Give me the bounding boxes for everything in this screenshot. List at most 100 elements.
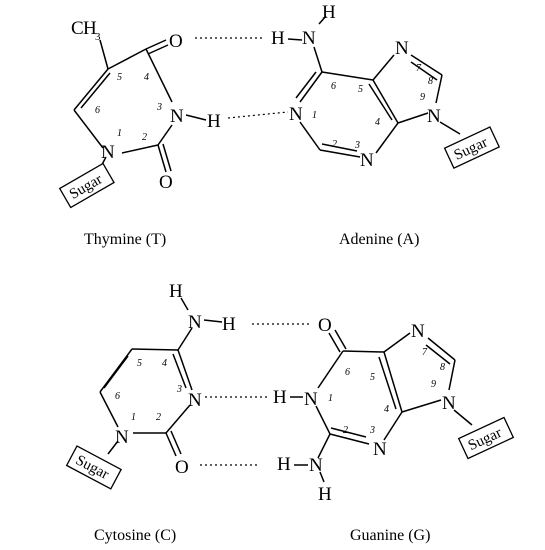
cytosine-bond-c4-c5 <box>131 348 179 351</box>
thymine-num-2: 2 <box>142 132 147 143</box>
guanine-num-7: 7 <box>422 347 428 358</box>
guanine-bond-n7-c8 <box>427 337 456 361</box>
adenine-bond-h-n6 <box>287 38 303 41</box>
cytosine-h4b: H <box>222 314 236 335</box>
cytosine-num-5: 5 <box>137 358 142 369</box>
guanine-n7: N <box>411 321 425 342</box>
cytosine-num-6: 6 <box>115 391 120 402</box>
guanine-bond-n2-h <box>319 471 325 483</box>
adenine-n6: N <box>302 28 316 49</box>
adenine-sugar-frame <box>443 126 501 169</box>
guanine-o6: O <box>318 315 332 336</box>
adenine-double-c4-c5 <box>368 83 393 121</box>
thymine-methyl-hydrogen: H <box>83 18 97 39</box>
guanine-num-9: 9 <box>431 379 436 390</box>
guanine-structure: O H N N N N H N H 6 5 1 4 2 3 7 8 9 Suga… <box>273 315 515 505</box>
cytosine-num-3: 3 <box>176 384 182 395</box>
cytosine-o2: O <box>175 457 189 478</box>
guanine-double-c4-c5 <box>378 356 397 410</box>
cytosine-bond-n1-sugar <box>107 440 119 455</box>
guanine-double-o6-c6 <box>334 329 347 350</box>
caption-cytosine: Cytosine (C) <box>94 527 176 544</box>
guanine-bond-n3-c4 <box>383 411 403 441</box>
thymine-methyl-carbon: C <box>71 18 84 39</box>
adenine-h6a: H <box>271 28 285 49</box>
adenine-num-9: 9 <box>420 92 425 103</box>
caption-guanine: Guanine (G) <box>350 527 430 544</box>
thymine-double-c4-o <box>147 44 169 55</box>
cytosine-n3: N <box>188 390 202 411</box>
thymine-n3: N <box>170 106 184 127</box>
cytosine-bond-c6-n1 <box>99 391 119 428</box>
thymine-sugar-box: Sugar <box>58 162 115 209</box>
adenine-num-8: 8 <box>428 76 433 87</box>
guanine-double-n7-c8 <box>425 344 451 365</box>
thymine-bond-methyl <box>99 39 109 70</box>
thymine-n3-hydrogen: H <box>207 111 221 132</box>
thymine-num-5: 5 <box>117 72 122 83</box>
guanine-bond-c2-n3 <box>329 433 370 445</box>
cytosine-n4: N <box>188 312 202 333</box>
guanine-num-3: 3 <box>369 425 375 436</box>
adenine-bond-n6-c6 <box>313 46 323 73</box>
adenine-num-4: 4 <box>375 117 380 128</box>
hbond-thymine-h3-adenine-n1 <box>227 111 289 119</box>
guanine-num-8: 8 <box>440 362 445 373</box>
adenine-bond-n1-c2 <box>299 121 321 151</box>
cytosine-structure: H N H N N O 5 4 3 6 1 2 Sugar <box>65 281 236 490</box>
adenine-bond-c2-n3 <box>319 149 361 158</box>
thymine-bond-n1-c6 <box>73 109 104 149</box>
thymine-num-4: 4 <box>144 72 149 83</box>
thymine-num-6: 6 <box>95 105 100 116</box>
guanine-double-c2-n3 <box>330 427 367 438</box>
adenine-n3: N <box>360 150 374 171</box>
guanine-n2: N <box>309 455 323 476</box>
cytosine-bond-n4-h <box>203 319 223 323</box>
guanine-bond-c4-c5 <box>383 351 403 413</box>
guanine-bond-n1-c2 <box>315 405 331 435</box>
guanine-bond-c8-n9 <box>448 359 456 391</box>
thymine-double-c5-c6 <box>80 72 111 109</box>
guanine-bond-n9-c4 <box>401 399 442 413</box>
thymine-bond-n3-h <box>185 114 207 121</box>
guanine-bond-c5-n7 <box>383 332 411 353</box>
cytosine-bond-c2-o <box>165 432 177 457</box>
thymine-double-c2-o <box>162 143 172 172</box>
cytosine-h4a: H <box>169 281 183 302</box>
adenine-bond-c6-n1 <box>299 71 323 103</box>
adenine-bond-n9-sugar <box>439 121 461 135</box>
cytosine-double-c5-c6 <box>103 355 129 389</box>
cytosine-sugar-frame <box>65 445 122 490</box>
thymine-bond-c6-c5 <box>73 68 109 111</box>
guanine-num-5: 5 <box>370 372 375 383</box>
thymine-bond-c4-n3 <box>145 48 173 103</box>
adenine-bond-c5-c6 <box>321 71 374 81</box>
adenine-sugar-box: Sugar <box>443 126 501 169</box>
guanine-sugar-box: Sugar <box>457 416 515 460</box>
thymine-num-3: 3 <box>156 102 162 113</box>
cytosine-num-1: 1 <box>131 412 136 423</box>
guanine-num-1: 1 <box>328 393 333 404</box>
guanine-bond-c6-c5 <box>342 350 385 353</box>
adenine-bond-n9-c4 <box>397 112 429 124</box>
guanine-num-2: 2 <box>343 425 348 436</box>
adenine-bond-n3-c4 <box>375 122 399 154</box>
adenine-n1: N <box>289 104 303 125</box>
guanine-h1: H <box>273 387 287 408</box>
guanine-sugar-frame <box>457 416 515 460</box>
adenine-bond-n7-c8 <box>410 54 443 76</box>
adenine-bond-n6-h <box>318 15 327 25</box>
thymine-bond-c4-o <box>145 39 167 50</box>
thymine-num-1: 1 <box>117 128 122 139</box>
caption-thymine: Thymine (T) <box>84 231 166 248</box>
adenine-num-1: 1 <box>312 110 317 121</box>
guanine-h2a: H <box>277 454 291 475</box>
guanine-n3: N <box>373 439 387 460</box>
thymine-n1: N <box>101 142 115 163</box>
adenine-bond-c8-n9 <box>435 74 443 104</box>
guanine-n9: N <box>442 393 456 414</box>
cytosine-bond-c5-c6 <box>99 348 133 393</box>
adenine-h6b: H <box>322 2 336 23</box>
thymine-bond-c5-c4 <box>107 48 147 70</box>
